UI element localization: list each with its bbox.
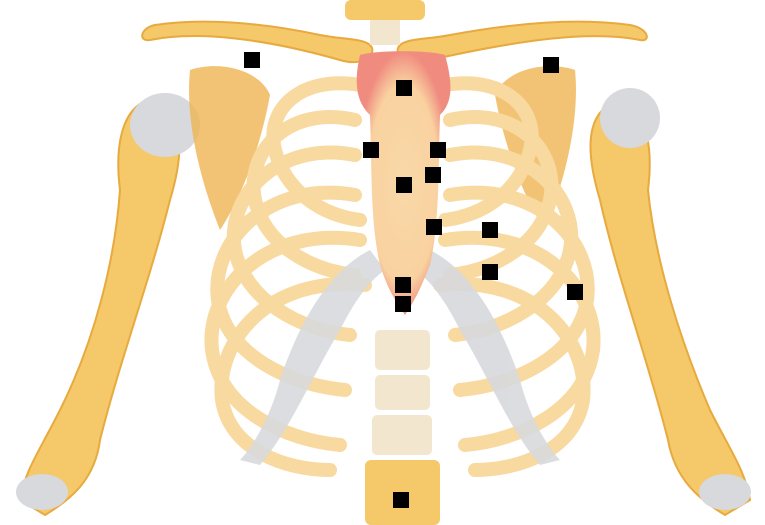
left-humerus — [16, 93, 200, 515]
marker-11 — [567, 284, 583, 300]
marker-6 — [425, 167, 441, 183]
marker-8 — [426, 219, 442, 235]
marker-4 — [363, 142, 379, 158]
marker-10 — [482, 264, 498, 280]
marker-5 — [430, 142, 446, 158]
marker-14 — [393, 492, 409, 508]
marker-3 — [396, 80, 412, 96]
marker-9 — [482, 222, 498, 238]
cervical-vertebra — [345, 0, 425, 45]
marker-2 — [543, 57, 559, 73]
marker-13 — [395, 296, 411, 312]
marker-7 — [396, 177, 412, 193]
marker-1 — [244, 52, 260, 68]
right-humerus — [590, 88, 751, 515]
marker-12 — [395, 277, 411, 293]
